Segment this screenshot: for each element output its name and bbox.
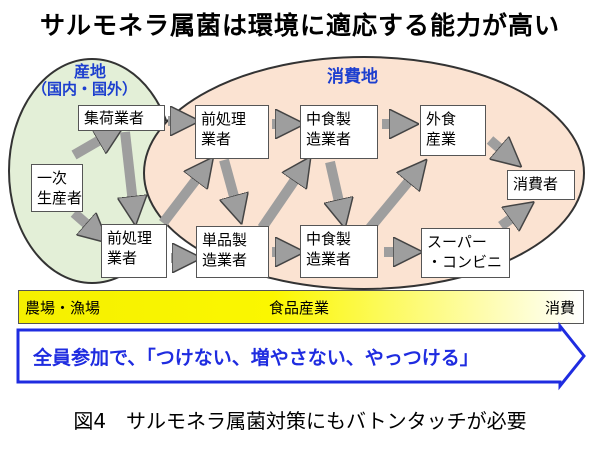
- arrow-midfood-bottom-to-foodservice: [366, 170, 418, 232]
- node-food-service: 外食 産業: [420, 105, 486, 156]
- arrow-producer-to-preprocess-bottom: [70, 209, 98, 234]
- slogan-text: 全員参加で、「つけない、増やさない、やっつける」: [33, 347, 479, 369]
- arrow-midfood-top-to-midfood-bottom: [330, 160, 342, 215]
- production-zone-sublabel: （国内・国外）: [32, 80, 138, 98]
- arrow-supermarket-to-consumer: [498, 210, 523, 226]
- node-preprocess-bottom: 前処理 業者: [101, 224, 167, 278]
- bar-label-consumption: 消費: [544, 299, 575, 317]
- consumption-zone-label: 消費地: [327, 67, 378, 87]
- arrow-preprocess-bottom-to-preprocess-top: [159, 168, 205, 227]
- page-title: サルモネラ属菌は環境に適応する能力が高い: [39, 11, 560, 40]
- arrow-preprocess-top-to-single: [219, 158, 238, 211]
- arrow-single-to-midfood-top: [257, 168, 303, 231]
- node-preprocess-top: 前処理 業者: [195, 105, 269, 159]
- arrow-producer-to-collector: [71, 133, 112, 160]
- node-primary-producer: 一次 生産者: [31, 164, 83, 212]
- bar-label-food-industry: 食品産業: [269, 299, 330, 317]
- node-consumer: 消費者: [507, 170, 575, 200]
- production-zone-label: 産地: [74, 62, 107, 81]
- node-mid-food-top: 中食製 造業者: [300, 105, 378, 159]
- node-collector: 集荷業者: [78, 105, 165, 131]
- node-mid-food-bottom: 中食製 造業者: [300, 225, 378, 278]
- figure-caption: 図4 サルモネラ属菌対策にもバトンタッチが必要: [73, 409, 527, 433]
- arrow-foodservice-to-consumer: [486, 140, 511, 158]
- supply-chain-bar: 農場・漁場 食品産業 消費: [18, 290, 584, 324]
- node-single-product: 単品製 造業者: [196, 226, 269, 278]
- node-supermarket: スーパー ・コンビニ: [421, 228, 510, 278]
- arrow-collector-to-preprocess-bottom: [125, 131, 134, 212]
- bar-label-farm: 農場・漁場: [25, 299, 101, 317]
